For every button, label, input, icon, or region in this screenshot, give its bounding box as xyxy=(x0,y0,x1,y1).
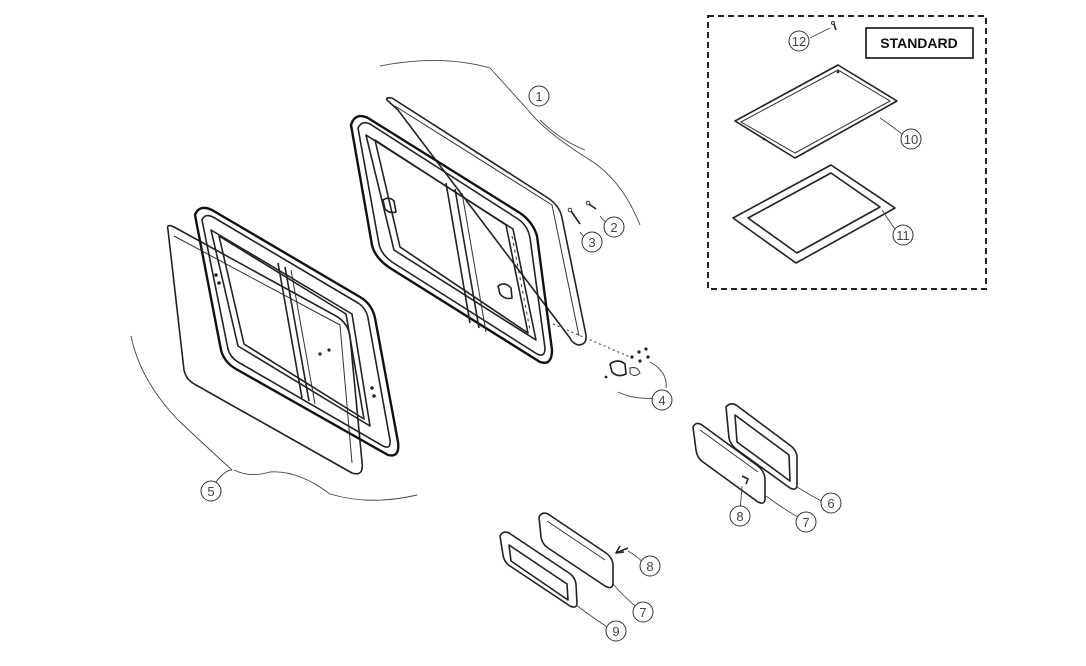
svg-text:12: 12 xyxy=(792,34,806,49)
window-assembly-left xyxy=(166,206,400,475)
part-4-latch-hardware xyxy=(552,323,650,379)
vent-group-bottom xyxy=(499,512,629,608)
svg-text:6: 6 xyxy=(827,496,834,511)
part-11-gasket xyxy=(732,164,896,264)
callout-2: 2 xyxy=(603,216,625,238)
callout-4: 4 xyxy=(651,389,673,411)
callout-1: 1 xyxy=(528,85,550,107)
svg-text:5: 5 xyxy=(207,484,214,499)
svg-text:4: 4 xyxy=(658,393,665,408)
standard-inset: STANDARD xyxy=(707,15,987,290)
callout-9: 9 xyxy=(605,620,627,642)
svg-text:7: 7 xyxy=(802,515,809,530)
part-1-outer-frame xyxy=(385,97,587,346)
callout-6: 6 xyxy=(820,492,842,514)
standard-label: STANDARD xyxy=(880,35,958,51)
callout-7a: 7 xyxy=(795,511,817,533)
svg-text:2: 2 xyxy=(610,220,617,235)
callout-8b: 8 xyxy=(639,555,661,577)
callout-12: 12 xyxy=(788,30,810,52)
leader-lines xyxy=(130,60,826,631)
callout-5: 5 xyxy=(200,480,222,502)
svg-text:1: 1 xyxy=(535,89,542,104)
svg-text:3: 3 xyxy=(588,235,595,250)
part-12-screw xyxy=(831,21,837,31)
svg-text:9: 9 xyxy=(612,624,619,639)
window-assembly-right xyxy=(349,114,554,364)
part-2-3-screws xyxy=(567,200,597,225)
svg-text:11: 11 xyxy=(896,228,910,243)
part-10-panel xyxy=(734,64,898,159)
callout-11: 11 xyxy=(892,224,914,246)
callouts: 1 2 3 4 5 6 7 8 xyxy=(200,30,922,642)
svg-text:7: 7 xyxy=(639,605,646,620)
callout-7b: 7 xyxy=(632,601,654,623)
svg-text:10: 10 xyxy=(904,132,918,147)
callout-3: 3 xyxy=(581,231,603,253)
callout-10: 10 xyxy=(900,128,922,150)
svg-text:8: 8 xyxy=(646,559,653,574)
svg-text:8: 8 xyxy=(736,509,743,524)
callout-8a: 8 xyxy=(729,505,751,527)
standard-label-box xyxy=(865,27,974,59)
vent-group-right xyxy=(692,403,798,504)
